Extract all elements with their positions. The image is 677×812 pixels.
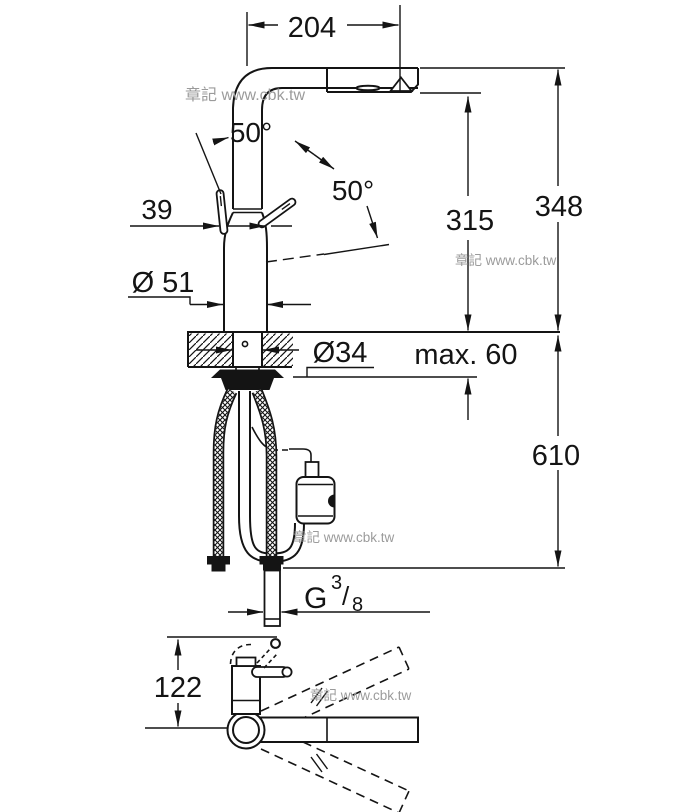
mounting-nut <box>221 378 274 390</box>
dim-spout-height-label: 315 <box>446 205 494 237</box>
dim-spout-reach-label: 204 <box>288 12 336 44</box>
shank-screw <box>241 340 249 348</box>
dimension-122: 122 <box>145 636 277 729</box>
dia34-leader <box>293 366 477 378</box>
spray-release-clip <box>388 76 414 92</box>
hose-end-stub-left <box>211 564 226 572</box>
dimension-610: 610 <box>283 335 580 569</box>
dim-handle-offset-label: 39 <box>141 194 172 225</box>
cartridge-cap <box>235 656 257 667</box>
spout-outer-outline <box>232 67 418 209</box>
hose-connector <box>304 461 320 479</box>
watermark-top: 章記 www.cbk.tw <box>185 86 305 104</box>
neck-joint-lines <box>233 208 262 214</box>
under-sink-assembly <box>207 388 336 627</box>
lever-raised-dashed-b <box>263 653 278 669</box>
spray-head-slot <box>355 84 381 92</box>
dim-204-extensions <box>246 5 401 93</box>
hose-end-fitting-left <box>207 556 230 565</box>
dia51-leader <box>128 296 191 305</box>
body-dashed-arc <box>229 643 252 665</box>
shank-in-counter <box>232 332 263 367</box>
body-right-edge <box>261 212 268 332</box>
watermark-right: 章記 www.cbk.tw <box>455 252 557 268</box>
counterweight-bands <box>298 483 333 517</box>
spout-swivel-up-dashed <box>260 646 410 734</box>
supply-hose-left <box>212 388 238 556</box>
lever-front-position <box>215 189 229 235</box>
lever-raised-dashed-a <box>256 648 271 664</box>
watermark-bottom: 章記 www.cbk.tw <box>310 687 412 703</box>
dim-below-deck-label: 610 <box>532 440 580 472</box>
dim-total-height-label: 348 <box>535 191 583 223</box>
watermark-middle: 章記 www.cbk.tw <box>293 529 395 545</box>
counter-outline <box>187 331 560 368</box>
spout-top-view <box>260 716 419 743</box>
counterweight-notch <box>328 494 335 508</box>
dimension-315: 315 <box>420 92 494 331</box>
dimension-204: 204 <box>246 5 401 93</box>
top-view <box>226 638 419 812</box>
thread-pipe <box>263 569 281 627</box>
break-marks-up <box>310 687 329 707</box>
spout-swivel-down-dashed <box>260 741 410 812</box>
front-view <box>215 67 419 332</box>
handle-rotated-dashed <box>265 253 325 263</box>
lever-knob <box>281 666 293 678</box>
hose-end-fitting-right <box>259 556 284 565</box>
dim-hole-diameter-label: Ø34 <box>313 337 368 369</box>
dim-handle-angle-label: 50° <box>332 175 374 206</box>
dim-body-diameter-label: Ø 51 <box>132 267 195 299</box>
dimension-348: 348 <box>420 67 583 331</box>
break-marks-down <box>310 753 329 773</box>
spray-head-outline <box>326 68 419 93</box>
dimension-50-right: 50° <box>265 140 390 263</box>
hose-end-stub-right <box>263 564 281 571</box>
dimension-dia34: Ø34 max. 60 <box>196 337 518 420</box>
dim-spout-angle-label: 50° <box>230 117 272 148</box>
dimension-g38: G 3 / 8 <box>228 572 430 616</box>
dimension-dia51: Ø 51 <box>128 267 311 308</box>
lever-raised-knob <box>270 638 281 649</box>
dim-thread-label: G 3 / 8 <box>304 572 363 616</box>
supply-hose-right <box>251 388 278 556</box>
spout-inner-outline <box>261 87 418 209</box>
dimension-39: 39 <box>130 194 292 230</box>
dimension-50-left: 50° <box>195 117 272 195</box>
dim-swivel-height-label: 122 <box>154 672 202 704</box>
dim-deck-thickness-label: max. 60 <box>414 339 517 371</box>
swivel-base-inner <box>232 716 260 744</box>
hose-branch-corner <box>289 448 312 462</box>
mounting-plate <box>211 369 284 378</box>
